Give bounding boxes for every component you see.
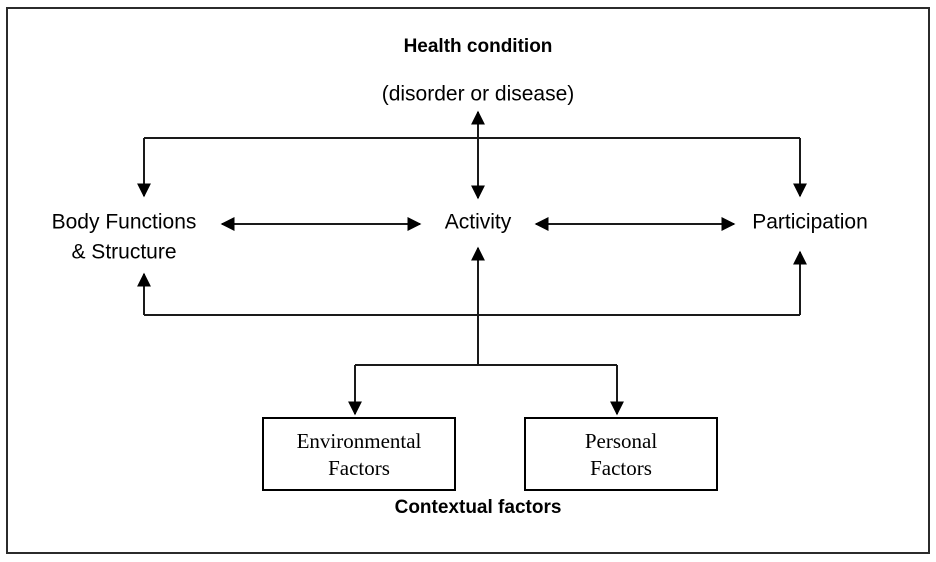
health-condition-title: Health condition: [404, 36, 553, 57]
participation-label: Participation: [752, 211, 868, 234]
environmental-factors-box: [262, 417, 456, 491]
personal-factors-label-line1: Personal: [585, 429, 657, 453]
personal-factors-box: [524, 417, 718, 491]
personal-factors-label-line2: Factors: [590, 456, 652, 480]
environmental-factors-label-line1: Environmental: [297, 429, 422, 453]
environmental-factors-label-line2: Factors: [328, 456, 390, 480]
outer-frame: [6, 7, 930, 554]
activity-label: Activity: [445, 211, 512, 234]
health-condition-subtitle: (disorder or disease): [382, 83, 575, 106]
body-functions-label-line1: Body Functions: [52, 211, 197, 234]
body-functions-label-line2: & Structure: [71, 241, 176, 264]
contextual-factors-label: Contextual factors: [395, 497, 562, 518]
